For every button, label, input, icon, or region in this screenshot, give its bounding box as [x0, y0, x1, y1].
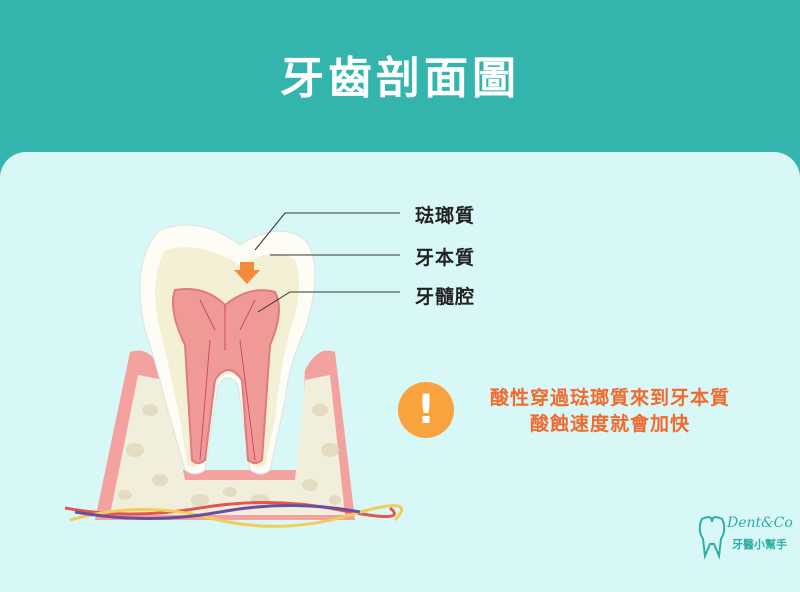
leader-line-enamel [254, 212, 400, 251]
pulp-vessels [199, 299, 256, 461]
leader-line-pulp [257, 291, 400, 313]
page-title: 牙齒剖面圖 [280, 53, 520, 104]
tooth-logo-icon [698, 516, 726, 560]
note-line-1: 酸性穿過琺瑯質來到牙本質 [489, 387, 730, 409]
orange-arrow-icon [234, 262, 260, 284]
logo-text-en: Dent&Co [727, 515, 793, 531]
logo-text-zh: 牙醫小幫手 [732, 538, 787, 551]
tooth-diagram [64, 212, 403, 528]
nerve-purple [74, 504, 361, 520]
nerve-yellow [69, 504, 403, 528]
pulp [172, 288, 280, 464]
exclamation-icon: ! [398, 382, 454, 438]
label-enamel: 琺瑯質 [415, 205, 476, 227]
note-line-2: 酸蝕速度就會加快 [529, 413, 690, 435]
nerve-red [64, 501, 396, 518]
label-dentin: 牙本質 [415, 247, 476, 269]
label-pulp: 牙髓腔 [415, 286, 476, 308]
